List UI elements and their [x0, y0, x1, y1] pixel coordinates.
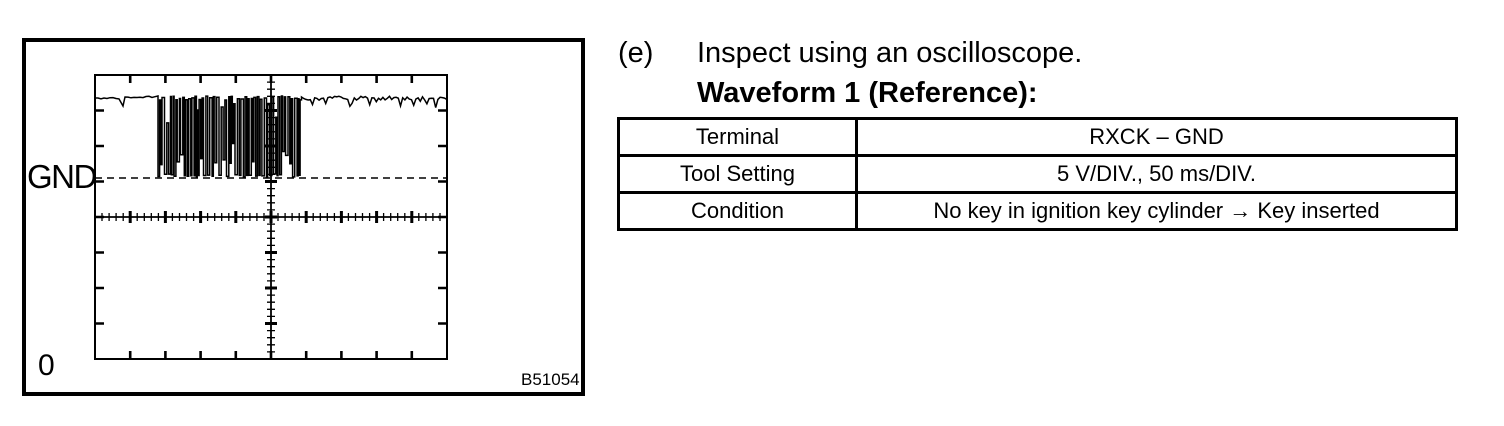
spec-label-condition: Condition — [617, 191, 858, 231]
spec-label-tool-setting: Tool Setting — [617, 154, 858, 194]
table-row: Terminal RXCK – GND — [617, 117, 1458, 157]
figure-id: B51054 — [521, 370, 580, 389]
table-row: Tool Setting 5 V/DIV., 50 ms/DIV. — [617, 154, 1458, 194]
gnd-label: GND — [27, 158, 97, 195]
step-text: Inspect using an oscilloscope. — [697, 37, 1083, 69]
zero-label: 0 — [38, 349, 55, 382]
spec-value-terminal: RXCK – GND — [855, 117, 1458, 157]
table-row: Condition No key in ignition key cylinde… — [617, 191, 1458, 231]
waveform-title: Waveform 1 (Reference): — [697, 77, 1038, 109]
oscilloscope-figure: GND 0 B51054 — [22, 38, 585, 396]
spec-value-tool-setting: 5 V/DIV., 50 ms/DIV. — [855, 154, 1458, 194]
oscilloscope-grid — [94, 74, 448, 360]
waveform-spec-table: Terminal RXCK – GND Tool Setting 5 V/DIV… — [617, 117, 1458, 231]
spec-value-condition: No key in ignition key cylinder → Key in… — [855, 191, 1458, 231]
step-line: (e) Inspect using an oscilloscope. — [618, 38, 1082, 68]
step-label: (e) — [618, 37, 654, 69]
spec-label-terminal: Terminal — [617, 117, 858, 157]
